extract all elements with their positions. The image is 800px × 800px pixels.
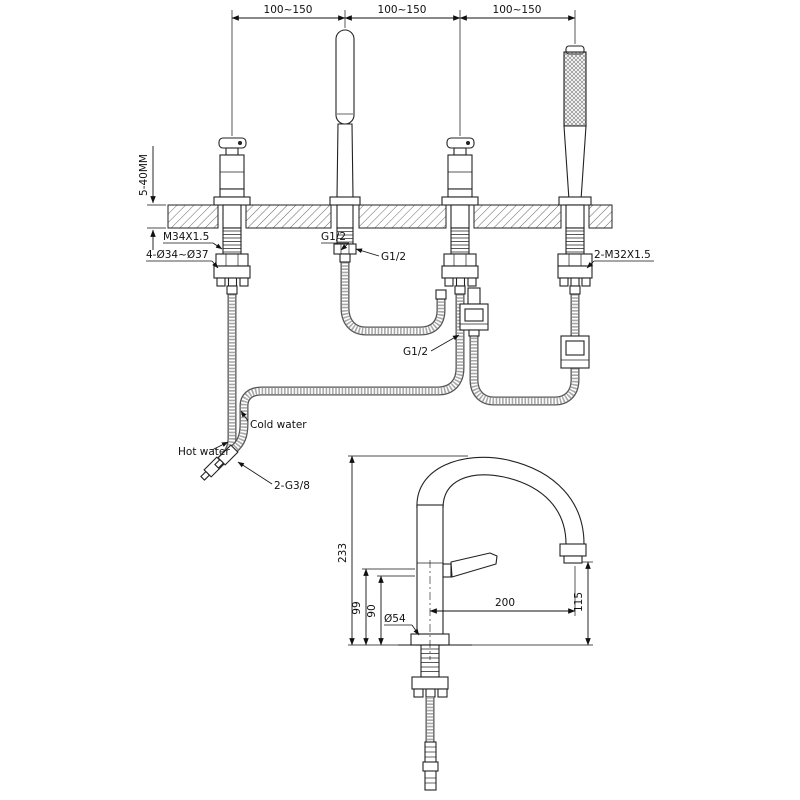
dim-spacing-2: 100~150 [378,4,427,16]
dim-spout-reach: 200 [495,597,515,609]
label-spout-thread: G1/2 [381,251,406,263]
dim-spacing-1: 100~150 [264,4,313,16]
dim-deck-thickness: 5-40MM [138,154,150,196]
basin-faucet [398,456,587,791]
dim-total-height: 233 [337,543,349,563]
aerator [563,555,583,564]
mounting-hardware [411,644,449,791]
cold-valve [441,137,479,295]
top-dimension-lines: 100~150 100~150 100~150 [231,4,576,136]
label-valve-thread: M34X1.5 [163,231,209,243]
label-shower-hose-thread: G1/2 [403,346,428,358]
faucet-spout [416,456,587,564]
dim-outlet-height: 115 [573,592,585,612]
diverter-connector [459,287,489,337]
hand-shower [557,45,593,369]
top-drawing: 100~150 100~150 100~150 5-40MM [138,4,654,492]
label-hot-water: Hot water [178,446,230,458]
supply-hoses [200,262,580,481]
spout-hose [340,262,447,336]
top-labels: M34X1.5 4-Ø34~Ø37 G1/2 G1/2 2-M32X1.5 G1… [146,231,654,492]
label-supply-thread: 2-G3/8 [274,480,310,492]
shower-hose [469,294,580,406]
bottom-dimensions: 233 99 90 Ø54 200 115 [337,455,593,660]
deck-thickness-dimension: 5-40MM [138,146,166,250]
label-shower-thread: 2-M32X1.5 [594,249,651,261]
dim-99: 99 [351,601,363,614]
mounting-deck [167,204,613,229]
dim-base-diameter: Ø54 [384,613,406,625]
dim-spacing-3: 100~150 [493,4,542,16]
label-mounting-holes: 4-Ø34~Ø37 [146,249,209,261]
tub-spout [329,29,361,263]
label-cold-water: Cold water [250,419,307,431]
hot-valve [213,137,251,295]
dim-90: 90 [366,604,378,617]
label-spout-thread-top: G1/2 [321,231,346,243]
cold-water-hose [214,294,465,469]
bottom-drawing: 233 99 90 Ø54 200 115 [337,455,593,791]
faucet-handle [442,552,498,578]
faucet-body [416,504,444,646]
